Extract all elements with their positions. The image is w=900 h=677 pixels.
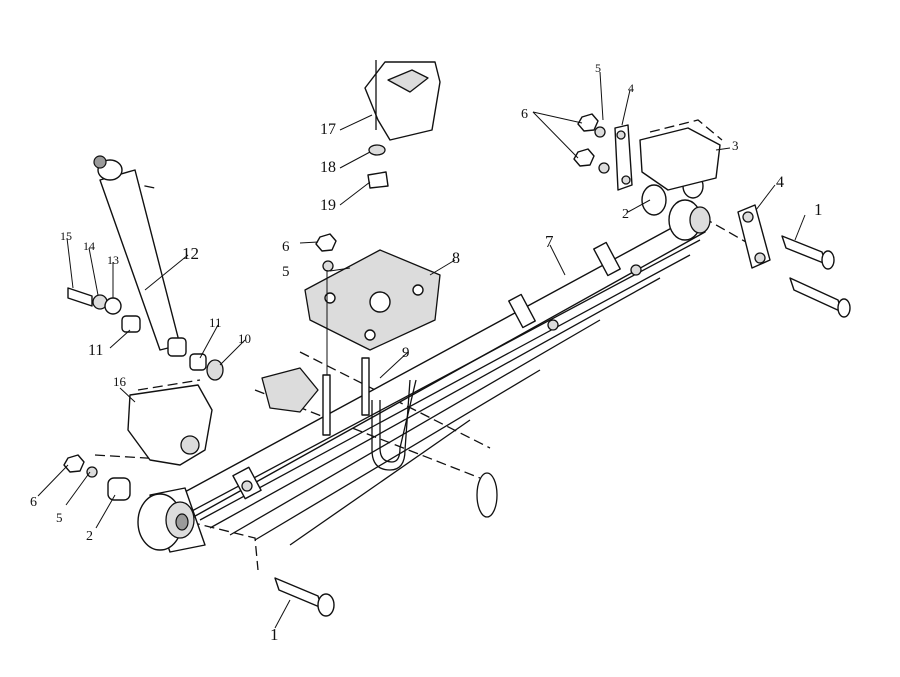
- ubolt-plate: [304, 233, 441, 380]
- callout-6-left: 6: [30, 495, 37, 510]
- callout-14: 14: [83, 239, 95, 253]
- callout-2-left: 2: [86, 529, 93, 544]
- callout-16: 16: [113, 374, 127, 389]
- callout-6-mid: 6: [282, 239, 290, 255]
- front-pin-bolt: [274, 577, 335, 617]
- callout-8: 8: [452, 250, 460, 267]
- callout-9: 9: [402, 345, 410, 361]
- callout-17: 17: [320, 121, 336, 138]
- shock-fasteners: [67, 287, 224, 381]
- leader-lines: [37, 71, 806, 629]
- callout-11-b: 11: [88, 342, 103, 359]
- front-hanger-bracket: [127, 379, 213, 466]
- callout-11-a: 11: [209, 315, 222, 330]
- callout-2-right: 2: [622, 207, 629, 222]
- callout-7: 7: [545, 232, 554, 251]
- callout-18: 18: [320, 159, 336, 176]
- callout-10: 10: [238, 331, 251, 346]
- callout-5-left: 5: [56, 510, 63, 525]
- callout-1-right: 1: [814, 200, 823, 219]
- shackle-nuts: [573, 113, 610, 174]
- spring-clips: [232, 241, 642, 500]
- callout-1-left: 1: [270, 625, 279, 644]
- front-fasteners: [63, 454, 131, 501]
- shackle-plates: [614, 124, 771, 269]
- callout-12: 12: [182, 244, 199, 263]
- callout-5-top: 5: [595, 61, 601, 75]
- top-bracket: [364, 60, 441, 189]
- callout-13: 13: [107, 253, 119, 267]
- callout-15: 15: [60, 229, 72, 243]
- callout-5-mid: 5: [282, 264, 290, 280]
- shackle-hanger: [639, 119, 723, 191]
- callout-19: 19: [320, 197, 336, 214]
- axle-stub: [261, 367, 319, 413]
- callout-4-top: 4: [628, 81, 634, 95]
- callout-3: 3: [732, 138, 739, 153]
- callout-4-right: 4: [776, 174, 784, 191]
- shackle-pins: [781, 235, 851, 318]
- shock-absorber: [93, 155, 187, 357]
- callout-labels: 1 1 2 2 3 4 4 5 5 5 6 6 6 7 8 9 10 11 11…: [30, 61, 823, 644]
- front-spring-eye: [137, 487, 206, 553]
- u-bolts: [322, 357, 417, 471]
- callout-6-top: 6: [521, 107, 528, 122]
